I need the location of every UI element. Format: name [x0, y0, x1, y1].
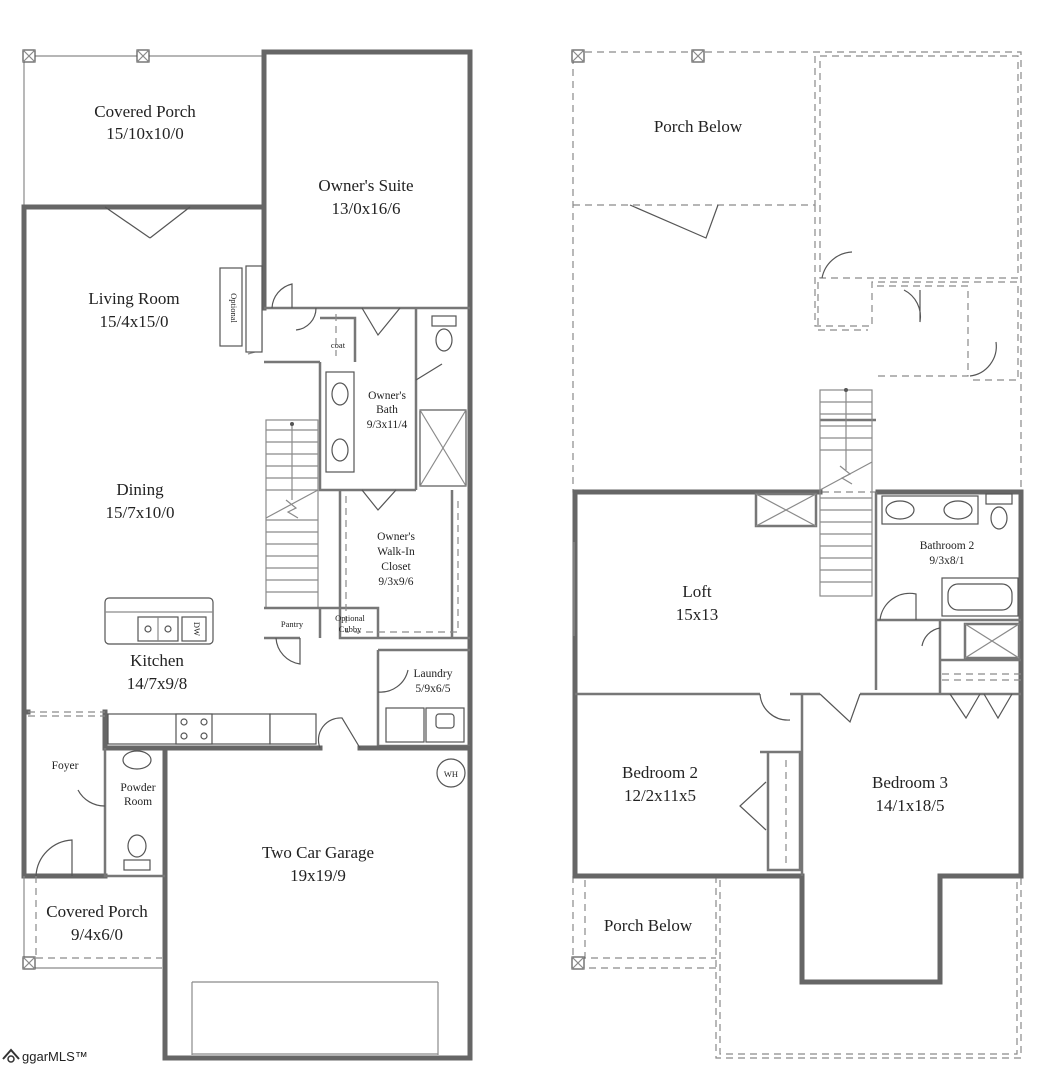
- second-floor-walls: [572, 418, 1024, 985]
- optional-cubby-label-1: Optional: [335, 613, 365, 623]
- powder-room-label-2: Room: [124, 796, 152, 808]
- stairs: [265, 422, 319, 593]
- dining-label: Dining: [116, 480, 164, 499]
- porch-below-rear-label: Porch Below: [654, 117, 743, 136]
- sink-icon: [122, 750, 152, 770]
- first-floor-doors: [35, 206, 443, 877]
- mls-logo: ggarMLS™: [2, 1047, 88, 1065]
- bathroom2-label: Bathroom 2: [920, 540, 975, 552]
- owners-bath-label-2: Bath: [376, 404, 398, 416]
- dining-dims: 15/7x10/0: [106, 503, 175, 522]
- dishwasher: [181, 616, 207, 642]
- house-logo-icon: [2, 1048, 20, 1063]
- sink-icon: [331, 382, 349, 406]
- owners-suite-label: Owner's Suite: [318, 176, 413, 195]
- toilet-icon: [990, 506, 1008, 530]
- stair-break-icon: [839, 465, 853, 485]
- optional-fireplace: [219, 265, 263, 355]
- toilet-icon: [435, 328, 453, 352]
- owners-closet-label-1: Owner's: [377, 531, 415, 543]
- covered-porch-rear-dims: 15/10x10/0: [106, 124, 183, 143]
- dishwasher-label: DW: [192, 622, 202, 636]
- optional-cubby-label-2: Cubby: [339, 624, 362, 634]
- owners-bath-fixtures: [325, 315, 467, 487]
- sink-icon: [943, 500, 973, 520]
- owners-closet-label-3: Closet: [381, 561, 411, 573]
- second-floor-stairs: [819, 388, 873, 597]
- front-covered-porch-outline: [22, 876, 162, 970]
- garage-dims: 19x19/9: [290, 866, 346, 885]
- foyer-label: Foyer: [52, 760, 79, 772]
- covered-porch-front-dims: 9/4x6/0: [71, 925, 123, 944]
- stair-break-icon: [285, 499, 299, 519]
- bedroom2-dims: 12/2x11x5: [624, 786, 696, 805]
- pantry-label: Pantry: [281, 619, 304, 629]
- water-heater-label: WH: [444, 769, 458, 779]
- covered-porch-front-label: Covered Porch: [46, 902, 148, 921]
- loft-label: Loft: [682, 582, 712, 601]
- bedroom3-dims: 14/1x18/5: [876, 796, 945, 815]
- sink-icon: [885, 500, 915, 520]
- kitchen-dims: 14/7x9/8: [127, 674, 187, 693]
- owners-closet-label-2: Walk-In: [377, 546, 415, 558]
- first-floor-plan: WH Covered Porch 15/10x10/0 Owner's Suit…: [21, 49, 473, 1061]
- kitchen-label: Kitchen: [130, 651, 184, 670]
- laundry-fixtures: [385, 707, 465, 743]
- garage-label: Two Car Garage: [262, 843, 374, 862]
- bedroom2-label: Bedroom 2: [622, 763, 698, 782]
- bathroom2-fixtures: [879, 493, 1021, 720]
- second-floor-doors: [573, 542, 861, 866]
- washer-icon: [385, 707, 425, 743]
- coat-closet-label: coat: [331, 340, 346, 350]
- laundry-label: Laundry: [414, 668, 453, 680]
- owners-suite-dims: 13/0x16/6: [332, 199, 401, 218]
- refrigerator: [269, 713, 317, 745]
- laundry-dims: 5/9x6/5: [415, 683, 450, 695]
- bathroom2-dims: 9/3x8/1: [929, 555, 964, 567]
- range-icon: [175, 713, 213, 745]
- bedroom3-label: Bedroom 3: [872, 773, 948, 792]
- porch-below-front-label: Porch Below: [604, 916, 693, 935]
- kitchen-fixtures: [28, 597, 317, 745]
- water-heater-icon: [436, 758, 466, 788]
- sink-icon: [331, 438, 349, 462]
- powder-room-label-1: Powder: [120, 782, 155, 794]
- owners-bath-dims: 9/3x11/4: [367, 419, 408, 431]
- living-room-dims: 15/4x15/0: [100, 312, 169, 331]
- toilet-icon: [127, 834, 147, 858]
- toilet-tank-icon: [431, 315, 457, 327]
- covered-porch-rear-label: Covered Porch: [94, 102, 196, 121]
- loft-dims: 15x13: [676, 605, 719, 624]
- optional-fireplace-label: Optional: [229, 293, 239, 323]
- owners-bath-label-1: Owner's: [368, 390, 406, 402]
- mls-logo-text: ggarMLS™: [22, 1048, 88, 1064]
- second-floor-below-outlines: [571, 49, 1022, 1059]
- rear-covered-porch-outline: [22, 49, 264, 207]
- second-floor-plan: Porch Below Loft 15x13 Bathroom 2 9/3x8/…: [571, 49, 1024, 1059]
- owners-closet-dims: 9/3x9/6: [378, 576, 413, 588]
- powder-room-fixtures: [122, 750, 152, 871]
- living-room-label: Living Room: [88, 289, 179, 308]
- closet-shelving: [335, 314, 459, 633]
